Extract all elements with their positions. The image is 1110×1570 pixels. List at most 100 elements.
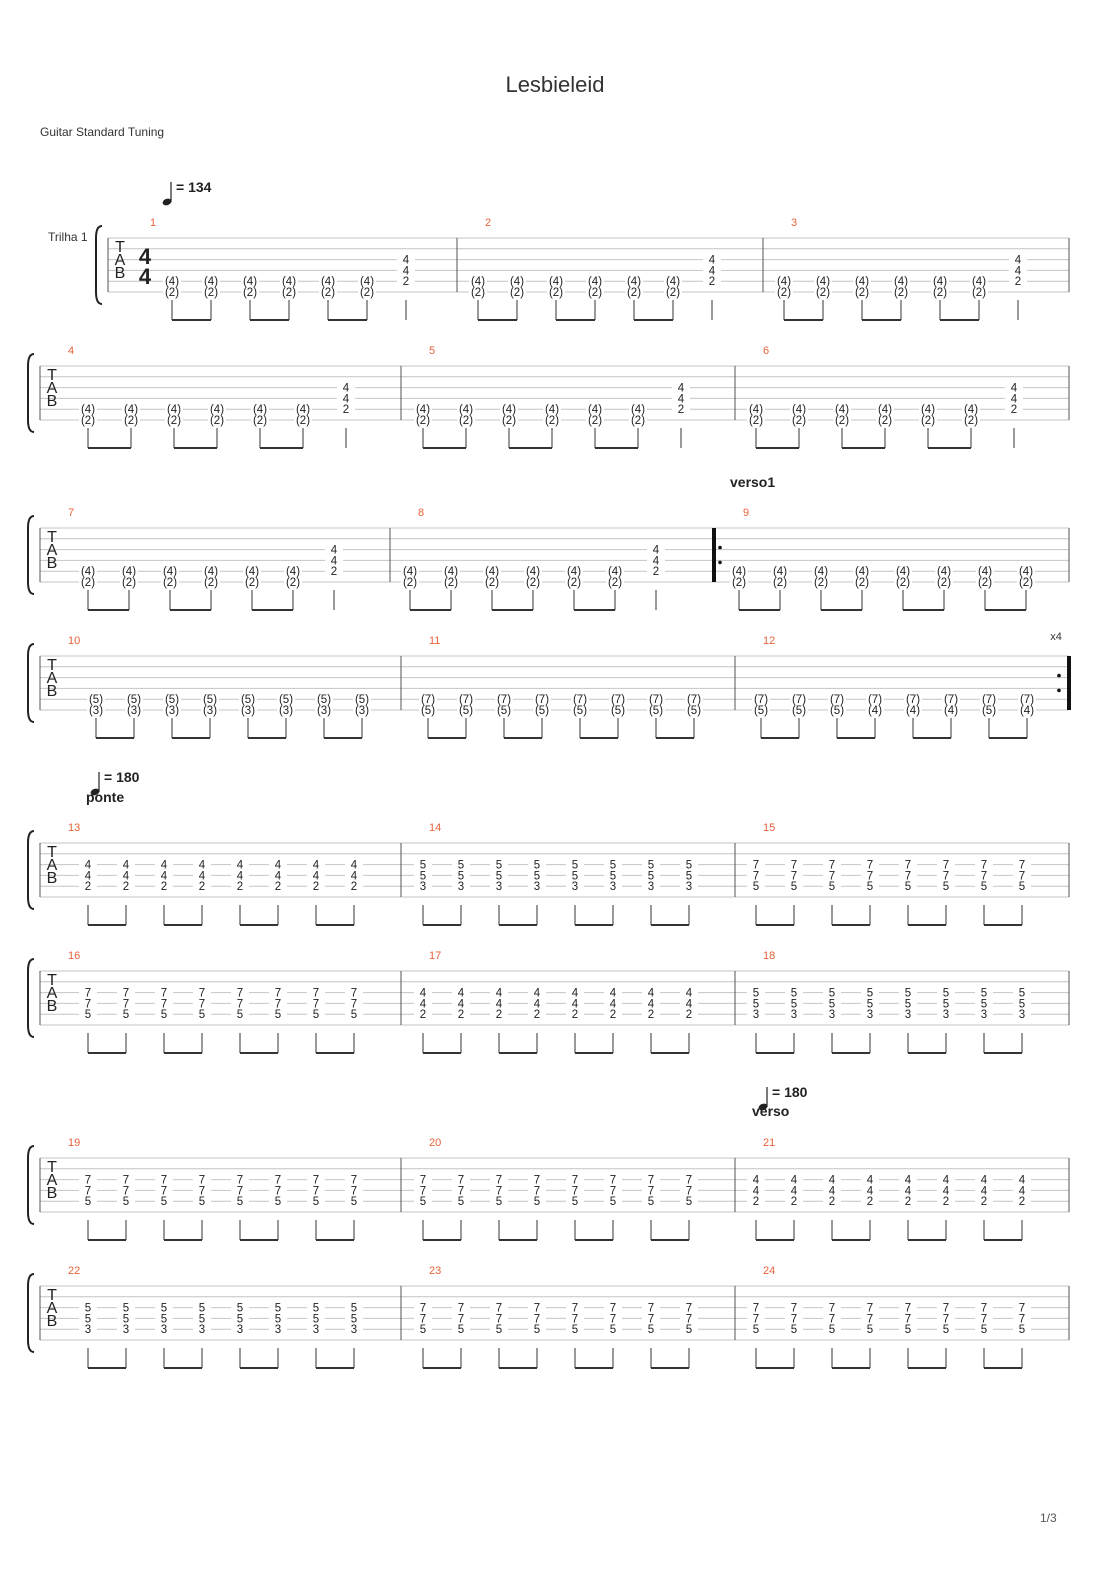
fret-mask	[490, 1324, 508, 1335]
fret-number: (4)	[167, 404, 181, 416]
fret-number: 7	[943, 1303, 949, 1315]
fret-number: 5	[610, 860, 616, 872]
fret-mask	[307, 1174, 325, 1185]
fret-number: 4	[943, 1175, 950, 1187]
fret-mask	[703, 254, 721, 265]
fret-number: 4	[85, 860, 92, 872]
fret-number: 5	[161, 1009, 167, 1021]
fret-mask	[269, 998, 287, 1009]
fret-number: 2	[237, 881, 243, 893]
fret-number: 2	[123, 881, 129, 893]
fret-number: (4)	[666, 276, 680, 288]
fret-mask	[414, 1009, 432, 1020]
fret-number: 7	[753, 870, 759, 882]
tab-chord: 553	[823, 987, 841, 1053]
fret-number: (2)	[296, 415, 310, 427]
tab-chord: (4)(2)	[814, 276, 832, 320]
fret-mask	[243, 577, 261, 587]
fret-mask	[970, 276, 988, 287]
fret-number: (2)	[245, 577, 259, 589]
fret-mask	[680, 870, 698, 881]
fret-number: 4	[403, 255, 410, 267]
fret-mask	[495, 694, 513, 705]
tab-chord: 775	[861, 859, 879, 925]
fret-mask	[1013, 1324, 1031, 1335]
tab-chord: 775	[79, 1174, 97, 1240]
fret-number: 4	[331, 545, 338, 557]
fret-number: (4)	[631, 404, 645, 416]
tab-chord: 442	[193, 859, 211, 925]
fret-number: 2	[829, 1196, 835, 1208]
fret-number: 5	[905, 881, 911, 893]
fret-mask	[604, 1302, 622, 1313]
fret-mask	[500, 404, 518, 415]
fret-mask	[117, 1185, 135, 1196]
fret-mask	[528, 881, 546, 892]
fret-number: (2)	[792, 415, 806, 427]
tab-chord: (4)(2)	[812, 566, 830, 610]
fret-number: 5	[753, 988, 759, 1000]
fret-number: (3)	[203, 705, 217, 717]
fret-mask	[861, 1185, 879, 1196]
tempo-mark: = 180	[758, 1084, 808, 1111]
tab-clef-letter: T	[47, 1159, 57, 1176]
section-label: ponte	[86, 789, 124, 805]
fret-mask	[79, 870, 97, 881]
fret-mask	[452, 1313, 470, 1324]
tab-chord: 775	[231, 1174, 249, 1240]
fret-number: 2	[85, 881, 91, 893]
quarter-note-icon	[758, 1103, 768, 1111]
tab-chord: (5)(3)	[125, 694, 143, 738]
time-sig-top: 4	[139, 244, 152, 269]
tab-chord: 553	[269, 1302, 287, 1368]
fret-mask	[307, 1196, 325, 1207]
fret-mask	[975, 881, 993, 892]
fret-mask	[155, 870, 173, 881]
tab-chord: 442	[269, 859, 287, 925]
tab-chord: 442	[307, 859, 325, 925]
fret-number: 2	[648, 1009, 654, 1021]
fret-number: 7	[351, 998, 357, 1010]
tab-chord: (4)(2)	[79, 566, 97, 610]
fret-mask	[919, 415, 937, 425]
fret-mask	[345, 859, 363, 870]
fret-mask	[672, 382, 690, 393]
fret-mask	[490, 1185, 508, 1196]
fret-mask	[823, 1313, 841, 1324]
fret-number: 5	[686, 870, 692, 882]
fret-mask	[604, 987, 622, 998]
tab-chord: 775	[307, 987, 325, 1053]
fret-mask	[155, 859, 173, 870]
fret-number: 7	[199, 1185, 205, 1197]
fret-mask	[414, 987, 432, 998]
fret-mask	[975, 1009, 993, 1020]
fret-number: (2)	[627, 287, 641, 299]
fret-mask	[894, 566, 912, 577]
fret-mask	[833, 415, 851, 425]
fret-number: (5)	[203, 694, 217, 706]
tab-clef-letter: B	[115, 265, 126, 282]
fret-mask	[161, 566, 179, 577]
fret-mask	[87, 694, 105, 705]
fret-number: 5	[943, 881, 949, 893]
fret-mask	[647, 566, 665, 577]
fret-number: 4	[653, 555, 660, 567]
fret-number: (4)	[792, 404, 806, 416]
fret-number: 5	[829, 881, 835, 893]
fret-mask	[528, 1313, 546, 1324]
fret-mask	[414, 870, 432, 881]
fret-number: 7	[648, 1313, 654, 1325]
page-number: 1/3	[1040, 1511, 1057, 1525]
fret-mask	[231, 1313, 249, 1324]
fret-number: 7	[791, 860, 797, 872]
tuning-label: Guitar Standard Tuning	[40, 125, 165, 139]
fret-number: 7	[351, 1185, 357, 1197]
fret-number: 7	[686, 1175, 692, 1187]
fret-number: 7	[420, 1313, 426, 1325]
fret-mask	[853, 287, 871, 297]
fret-mask	[642, 881, 660, 892]
fret-mask	[642, 1313, 660, 1324]
fret-number: (5)	[497, 705, 511, 717]
fret-mask	[414, 881, 432, 892]
tab-chord: 553	[452, 859, 470, 925]
